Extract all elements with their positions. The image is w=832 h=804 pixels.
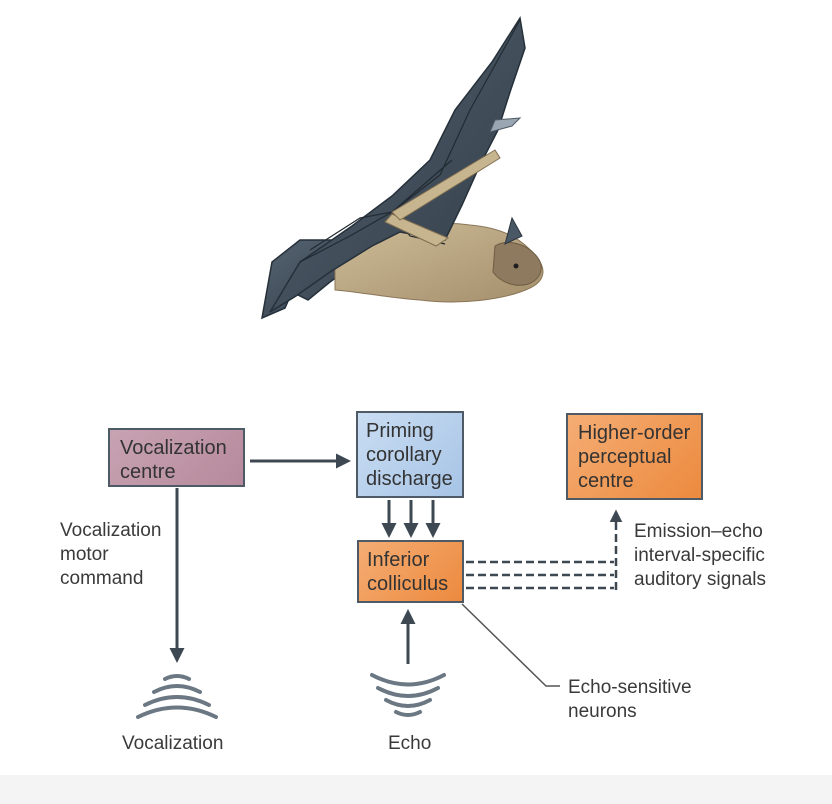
bat-forearm xyxy=(391,149,501,221)
sound-wave-icon xyxy=(370,673,446,717)
vocalization-motor-command-label: Vocalization motor command xyxy=(60,519,161,591)
label-text: Emission–echo xyxy=(634,521,763,542)
label-text: neurons xyxy=(568,701,637,722)
bat-wing-bones xyxy=(299,19,521,263)
label-text: interval-specific xyxy=(634,545,765,566)
echo-label: Echo xyxy=(388,733,432,754)
bottom-band xyxy=(0,775,832,804)
vocalization-centre-box: Vocalization centre xyxy=(108,428,245,487)
bat-ear xyxy=(504,216,523,245)
vocalization-label: Vocalization xyxy=(122,733,224,754)
echo-sensitive-neurons-label: Echo-sensitive neurons xyxy=(568,676,692,724)
label-text: Vocalization xyxy=(60,520,162,541)
emission-echo-signals-label: Emission–echo interval-specific auditory… xyxy=(634,520,766,592)
box-text: centre xyxy=(578,470,634,492)
box-text: discharge xyxy=(366,468,453,490)
priming-corollary-discharge-box: Priming corollary discharge xyxy=(356,411,464,498)
bat-arm xyxy=(384,213,450,247)
box-text: Inferior xyxy=(367,549,430,571)
box-text: Vocalization xyxy=(120,437,227,459)
bat-eye xyxy=(513,263,519,269)
box-text: centre xyxy=(120,461,176,483)
bat-thumb xyxy=(489,117,522,133)
box-text: Priming xyxy=(366,420,434,442)
label-text: Echo-sensitive xyxy=(568,677,692,698)
box-text: corollary xyxy=(366,444,442,466)
box-text: Higher-order xyxy=(578,422,691,444)
box-text: colliculus xyxy=(367,573,449,595)
inferior-colliculus-box: Inferior colliculus xyxy=(357,540,464,603)
label-text: motor xyxy=(60,544,109,565)
echo-sensitive-pointer xyxy=(461,603,560,687)
box-text: perceptual xyxy=(578,446,672,468)
label-text: auditory signals xyxy=(634,569,767,590)
bat-illustration xyxy=(261,15,544,320)
label-text: command xyxy=(60,568,144,589)
dashed-arrow-icon xyxy=(466,509,623,590)
sound-wave-icon xyxy=(136,674,218,719)
higher-order-perceptual-centre-box: Higher-order perceptual centre xyxy=(566,413,703,500)
